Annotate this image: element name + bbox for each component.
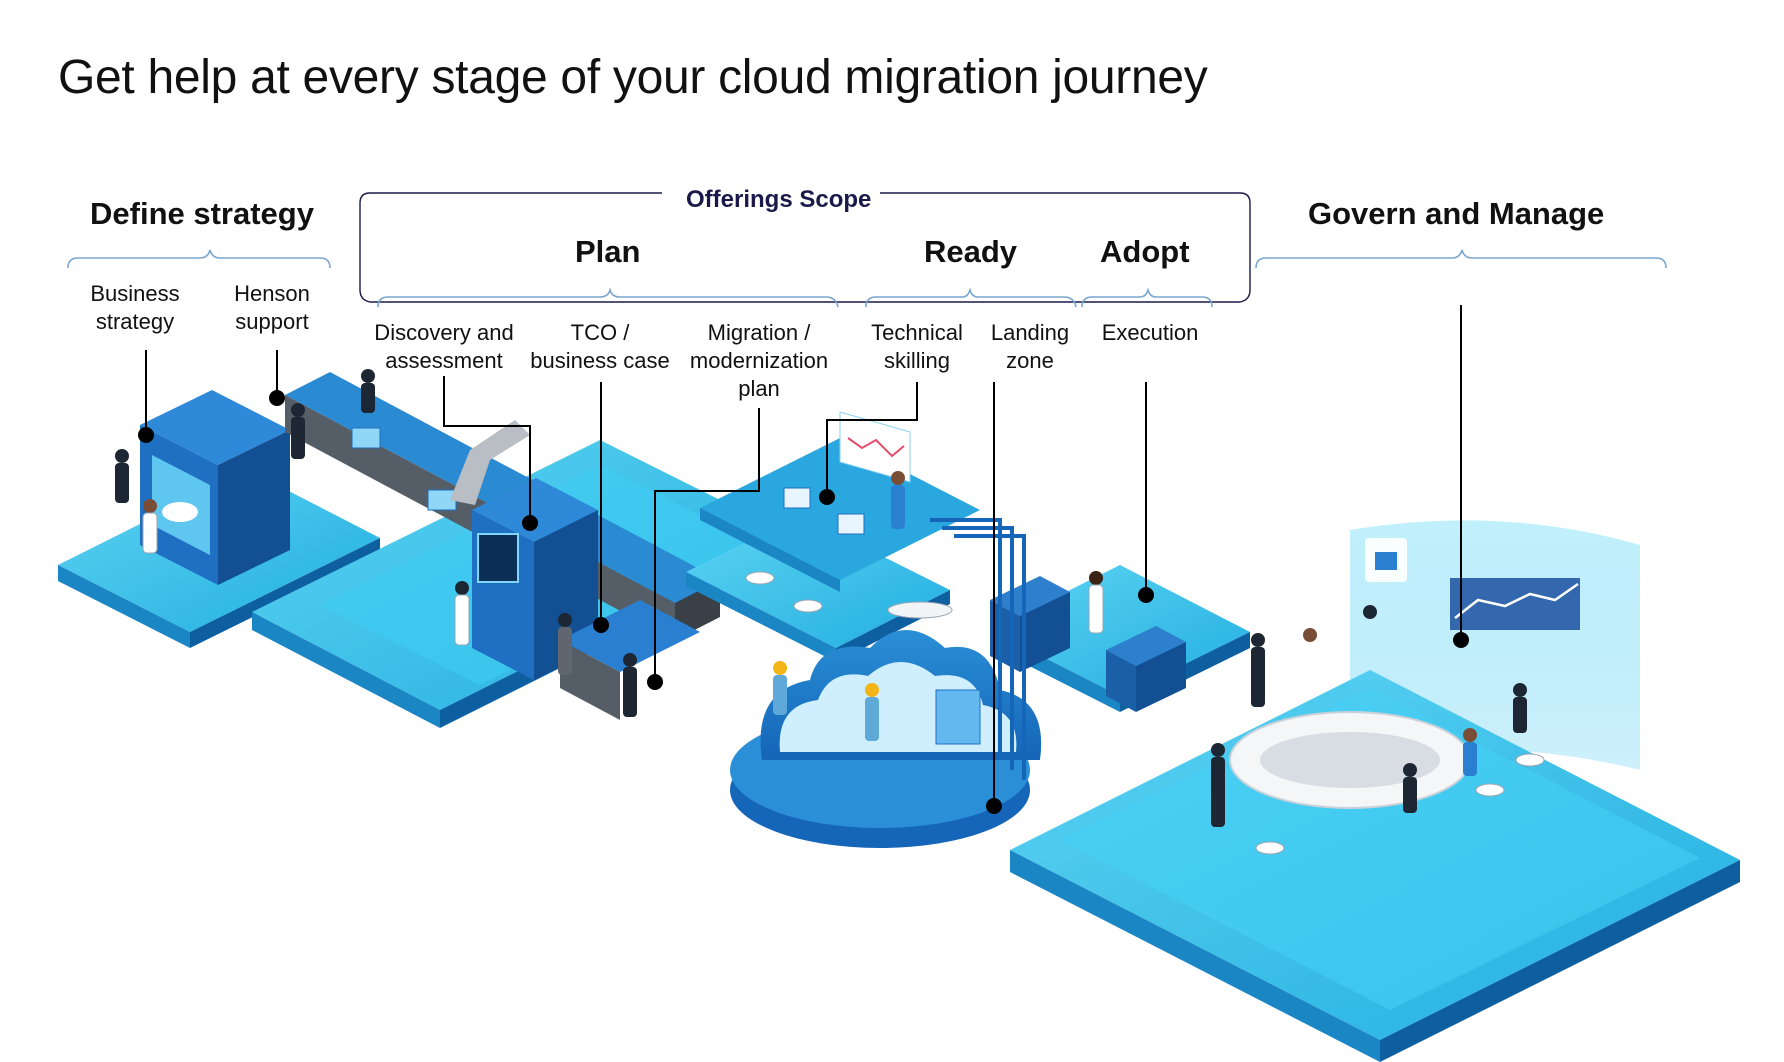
phase-adopt: Adopt [1100, 234, 1190, 269]
platform-adopt [930, 518, 1250, 780]
chairs [745, 571, 1545, 855]
phase-plan: Plan [575, 234, 641, 269]
phase-ready: Ready [924, 234, 1018, 269]
page-title: Get help at every stage of your cloud mi… [58, 51, 1208, 104]
phase-define-strategy: Define strategy [90, 196, 314, 231]
bracket-lines [67, 192, 1667, 308]
cloud-platform [730, 601, 1042, 848]
offerings-scope-label: Offerings Scope [674, 186, 884, 214]
platform-define-strategy [58, 390, 380, 648]
platform-technical-skilling [686, 411, 980, 662]
people [115, 369, 1527, 827]
step-execution: Execution [1101, 320, 1199, 345]
leader-dots [138, 390, 1469, 814]
step-tco-business-case: TCO /business case [530, 320, 670, 373]
phase-govern-and-manage: Govern and Manage [1308, 196, 1605, 231]
